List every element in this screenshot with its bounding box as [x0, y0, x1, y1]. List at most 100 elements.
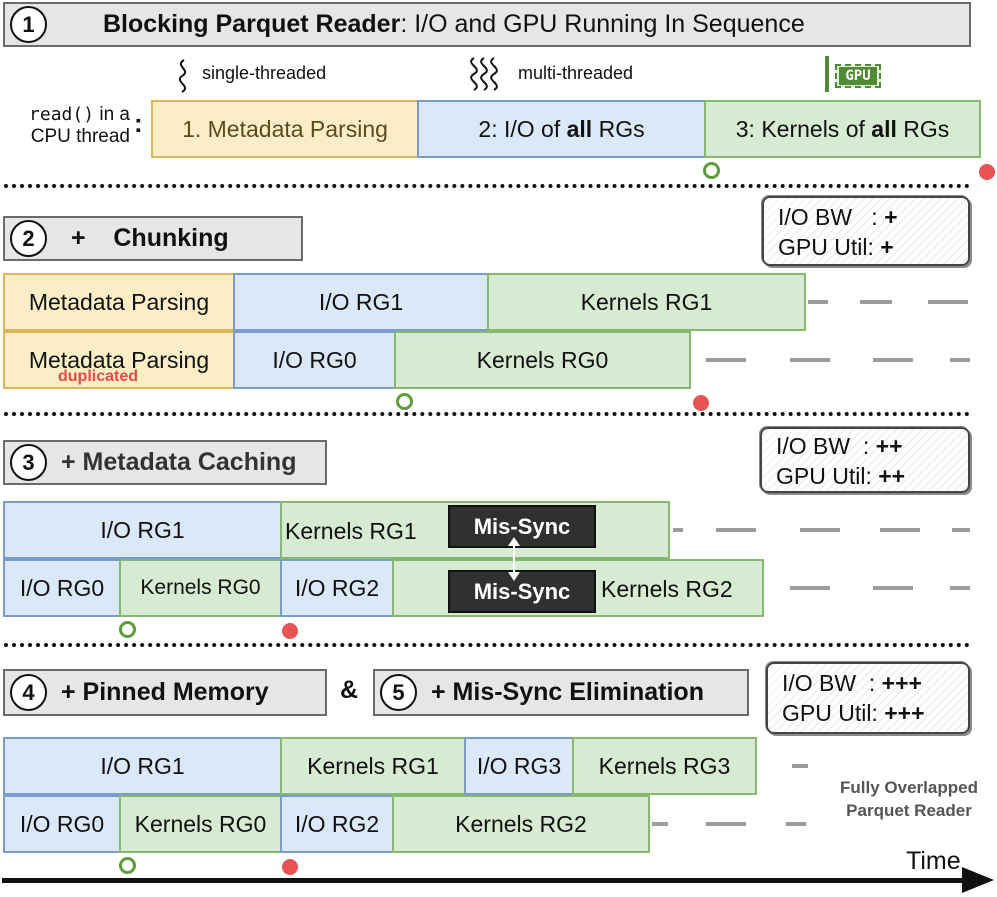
cpu-thread-text: CPU thread: [30, 126, 130, 147]
panel3-gpu-util-value: ++: [878, 463, 906, 489]
gpu-end-marker: [979, 164, 995, 180]
panel1-title-bold: Blocking Parquet Reader: [103, 10, 401, 38]
p3-row1-io-label: I/O RG1: [100, 516, 185, 543]
p3-row2-kernels0-label: Kernels RG0: [140, 576, 261, 599]
fully-overlapped-line1: Fully Overlapped: [840, 778, 978, 797]
panel5-banner: 5 + Mis-Sync Elimination: [373, 669, 749, 716]
panel4-gpu-util-value: +++: [884, 700, 925, 726]
p3-row2-io2-label: I/O RG2: [294, 574, 380, 601]
p4-row1-kernels1: Kernels RG1: [280, 737, 466, 795]
legend-single-threaded: single-threaded: [202, 63, 327, 83]
separator-2: [4, 412, 970, 416]
p4-row2-io0: I/O RG0: [3, 795, 121, 853]
io-all-pre: 2: I/O of: [478, 115, 561, 142]
missync-label-bottom: Mis-Sync: [473, 578, 571, 604]
p4-row1-io1-label: I/O RG1: [100, 752, 185, 779]
p4-row2-dash: [786, 822, 806, 826]
panel4-metrics-box: I/O BW : +++ GPU Util: +++: [766, 662, 970, 734]
p2-row2-metadata: Metadata Parsing: [3, 331, 235, 389]
panel2-io-bw-value: +: [884, 204, 898, 230]
legend-multi-threaded: multi-threaded: [518, 63, 634, 83]
panel2-io-bw-label: I/O BW :: [778, 204, 885, 230]
panel2-gpu-util-value: +: [880, 234, 894, 260]
p3-row2-kernels2-label: Kernels RG2: [601, 576, 733, 602]
p3-row2-dash: [950, 586, 970, 590]
single-thread-icon: [179, 59, 187, 93]
time-axis-arrow-icon: [962, 867, 994, 893]
panel3-title: + Metadata Caching: [61, 448, 297, 476]
p2-row1-dash: [808, 300, 828, 304]
panel3-gpu-util-label: GPU Util:: [776, 463, 879, 489]
io-all-post: RGs: [598, 115, 645, 142]
p2-row2-dash: [950, 358, 970, 362]
p2-row2-io: I/O RG0: [233, 331, 396, 389]
p4-row2-io0-label: I/O RG0: [19, 810, 105, 837]
panel1-title-rest: : I/O and GPU Running In Sequence: [400, 10, 805, 38]
p2-row1-io: I/O RG1: [233, 273, 489, 331]
cpu-thread-colon: :: [134, 108, 143, 138]
p3-row2-io0-label: I/O RG0: [19, 574, 105, 601]
kernels-all-post: RGs: [903, 115, 950, 142]
p4-row2-kernels0: Kernels RG0: [119, 795, 282, 853]
panel1-banner: 1 Blocking Parquet Reader : I/O and GPU …: [3, 2, 971, 47]
p3-row2-io0: I/O RG0: [3, 559, 121, 617]
kernels-all-rgs-block: 3: Kernels of all RGs: [704, 100, 981, 158]
metadata-parsing-label: 1. Metadata Parsing: [182, 115, 388, 142]
p2-row2-dash: [790, 358, 830, 362]
panel4-amp: &: [340, 676, 359, 704]
panel3-metrics-box: I/O BW : ++ GPU Util: ++: [760, 427, 970, 493]
p4-row1-kernels1-label: Kernels RG1: [307, 752, 439, 779]
panel4-title: + Pinned Memory: [61, 678, 269, 706]
panel3-io-bw-label: I/O BW :: [776, 433, 876, 459]
p4-start-marker: [119, 857, 136, 874]
multi-thread-icon: [470, 57, 498, 91]
p2-row1-dash: [928, 300, 968, 304]
panel2-gpu-util-label: GPU Util:: [778, 234, 881, 260]
p3-end-marker: [282, 623, 298, 639]
gpu-chip-label: GPU: [839, 67, 877, 85]
p4-row1-io3-label: I/O RG3: [476, 752, 562, 779]
missync-box-bottom: Mis-Sync: [448, 570, 596, 613]
time-axis: [2, 878, 970, 883]
missync-label-top: Mis-Sync: [473, 513, 571, 539]
p4-row1-kernels3: Kernels RG3: [572, 737, 757, 795]
p4-row1-kernels3-label: Kernels RG3: [598, 752, 731, 779]
panel3-number: 3: [10, 444, 47, 481]
p2-end-marker: [693, 395, 709, 411]
metadata-parsing-block: 1. Metadata Parsing: [151, 100, 419, 158]
panel3-banner: 3 + Metadata Caching: [3, 440, 327, 485]
p4-row2-io2-label: I/O RG2: [294, 810, 380, 837]
p3-row1-dash: [716, 528, 756, 532]
gpu-chip-icon: GPU: [825, 56, 883, 92]
p2-row2-io-label: I/O RG0: [272, 346, 357, 373]
separator-3: [4, 643, 970, 647]
p3-row2-dash: [790, 586, 830, 590]
time-axis-label: Time: [906, 847, 961, 875]
p3-row1-io: I/O RG1: [3, 501, 282, 559]
p2-row1-kernels: Kernels RG1: [487, 273, 806, 331]
p4-row1-io3: I/O RG3: [464, 737, 574, 795]
panel4-io-bw-label: I/O BW :: [782, 670, 882, 696]
p2-row2-metadata-label: Metadata Parsing: [28, 346, 210, 373]
p3-row1-dash: [673, 528, 683, 532]
separator-1: [4, 184, 970, 188]
io-all-bold: all: [566, 115, 593, 142]
panel4-number: 4: [10, 674, 47, 711]
p3-row1-dash: [952, 528, 970, 532]
p2-row1-metadata: Metadata Parsing: [3, 273, 235, 331]
fully-overlapped-note: Fully Overlapped Parquet Reader: [820, 776, 997, 822]
missync-box-top: Mis-Sync: [448, 505, 596, 548]
panel5-title: + Mis-Sync Elimination: [431, 678, 704, 706]
p4-row1-io1: I/O RG1: [3, 737, 282, 795]
p4-row1-dash: [792, 764, 808, 768]
read-code: read(): [29, 104, 95, 125]
panel4-banner: 4 + Pinned Memory: [3, 669, 327, 716]
p4-row2-kernels2-label: Kernels RG2: [455, 810, 587, 837]
panel1-number: 1: [10, 6, 47, 43]
p2-row2-kernels: Kernels RG0: [394, 331, 691, 389]
kernels-all-pre: 3: Kernels of: [735, 115, 865, 142]
p4-row2-dash: [652, 822, 668, 826]
p2-row2-dash: [706, 358, 746, 362]
p2-row1-dash: [860, 300, 892, 304]
p4-row2-io2: I/O RG2: [280, 795, 394, 853]
